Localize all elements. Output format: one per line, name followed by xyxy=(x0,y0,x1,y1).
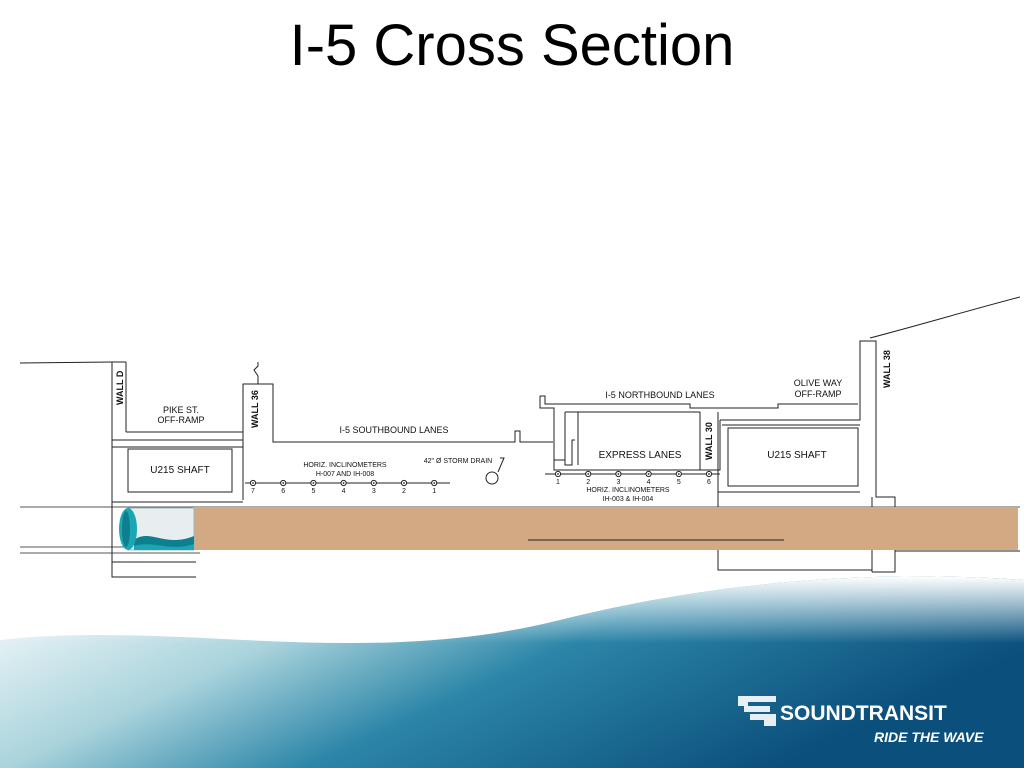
inclinometer-left-marker-label: 4 xyxy=(342,488,346,495)
inclinometer-left-marker-label: 2 xyxy=(402,488,406,495)
inclinometer-right-marker-dot xyxy=(708,473,710,475)
label-horiz-inclinometers-left-ids: H-007 AND IH-008 xyxy=(316,471,374,478)
label-olive-ramp-2: OFF-RAMP xyxy=(795,389,842,399)
label-u215-shaft-left: U215 SHAFT xyxy=(150,465,209,476)
inclinometer-left-marker-label: 6 xyxy=(281,488,285,495)
inclinometer-markers-right: 1 2 3 4 5 6 xyxy=(554,470,713,486)
inclinometer-left-marker-dot xyxy=(372,482,375,484)
label-pike-ramp-2: OFF-RAMP xyxy=(158,415,205,425)
inclinometer-left-marker-dot xyxy=(342,482,345,484)
label-wall-36: WALL 36 xyxy=(250,390,260,428)
label-southbound-lanes: I-5 SOUTHBOUND LANES xyxy=(339,425,448,435)
tunnel-boring-machine xyxy=(119,507,195,551)
inclinometer-right-marker-dot xyxy=(617,473,620,475)
inclinometer-left-marker-dot xyxy=(403,482,405,484)
label-horiz-inclinometers-right: HORIZ. INCLINOMETERS xyxy=(586,487,670,494)
inclinometer-left-marker-dot xyxy=(312,482,315,484)
label-wall-38: WALL 38 xyxy=(882,350,892,388)
label-horiz-inclinometers-left: HORIZ. INCLINOMETERS xyxy=(303,462,387,469)
label-wall-d: WALL D xyxy=(115,370,125,405)
label-u215-shaft-right: U215 SHAFT xyxy=(767,450,826,461)
soundtransit-mark-icon xyxy=(738,696,776,726)
soundtransit-logo: SOUNDTRANSIT RIDE THE WAVE xyxy=(736,692,996,752)
label-horiz-inclinometers-right-ids: IH-003 & IH-004 xyxy=(603,496,654,503)
label-express-lanes: EXPRESS LANES xyxy=(599,450,682,461)
inclinometer-left-marker-label: 7 xyxy=(251,488,255,495)
inclinometer-right-marker-label: 2 xyxy=(586,479,590,486)
tunnel-bore xyxy=(193,507,1018,550)
inclinometer-right-marker-dot xyxy=(647,473,650,475)
inclinometer-right-marker-dot xyxy=(587,473,590,475)
inclinometer-markers-left: 7 6 5 4 3 2 1 xyxy=(249,479,438,495)
inclinometer-left-marker-label: 5 xyxy=(311,488,315,495)
label-pike-ramp-1: PIKE ST. xyxy=(163,405,199,415)
inclinometer-left-marker-dot xyxy=(433,482,436,484)
inclinometer-right-marker-label: 5 xyxy=(677,479,681,486)
label-northbound-lanes: I-5 NORTHBOUND LANES xyxy=(605,390,714,400)
label-olive-ramp-1: OLIVE WAY xyxy=(794,378,843,388)
inclinometer-right-marker-label: 1 xyxy=(556,479,560,486)
inclinometer-left-marker-dot xyxy=(252,482,254,484)
inclinometer-left-marker-dot xyxy=(282,482,285,484)
inclinometer-left-marker-label: 1 xyxy=(432,488,436,495)
slide-title: I-5 Cross Section xyxy=(289,13,735,78)
brand-tagline: RIDE THE WAVE xyxy=(874,729,984,745)
inclinometer-right-marker-dot xyxy=(557,473,559,475)
brand-name: SOUNDTRANSIT xyxy=(780,702,947,725)
inclinometer-right-marker-label: 3 xyxy=(616,479,620,486)
inclinometer-right-marker-label: 6 xyxy=(707,479,711,486)
inclinometer-right-marker-label: 4 xyxy=(647,479,651,486)
label-wall-30: WALL 30 xyxy=(704,422,714,460)
label-storm-drain: 42" Ø STORM DRAIN xyxy=(424,458,492,465)
inclinometer-left-marker-label: 3 xyxy=(372,488,376,495)
inclinometer-right-marker-dot xyxy=(677,473,680,475)
